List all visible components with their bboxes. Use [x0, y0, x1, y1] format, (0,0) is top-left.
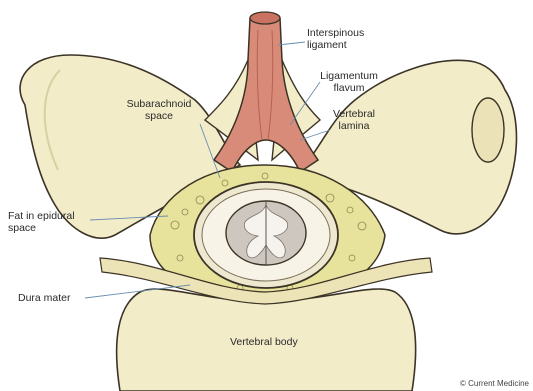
label-subarachnoid-space: Subarachnoid space — [118, 98, 200, 122]
label-vertebral-lamina: Vertebral lamina — [325, 108, 383, 132]
label-dura-mater: Dura mater — [18, 292, 71, 304]
label-interspinous-ligament: Interspinous ligament — [307, 27, 364, 51]
label-vertebral-body: Vertebral body — [230, 336, 298, 348]
label-fat-epidural-space: Fat in epidural space — [8, 210, 75, 234]
label-ligamentum-flavum: Ligamentum flavum — [318, 70, 380, 94]
credit-text: © Current Medicine — [460, 379, 529, 388]
